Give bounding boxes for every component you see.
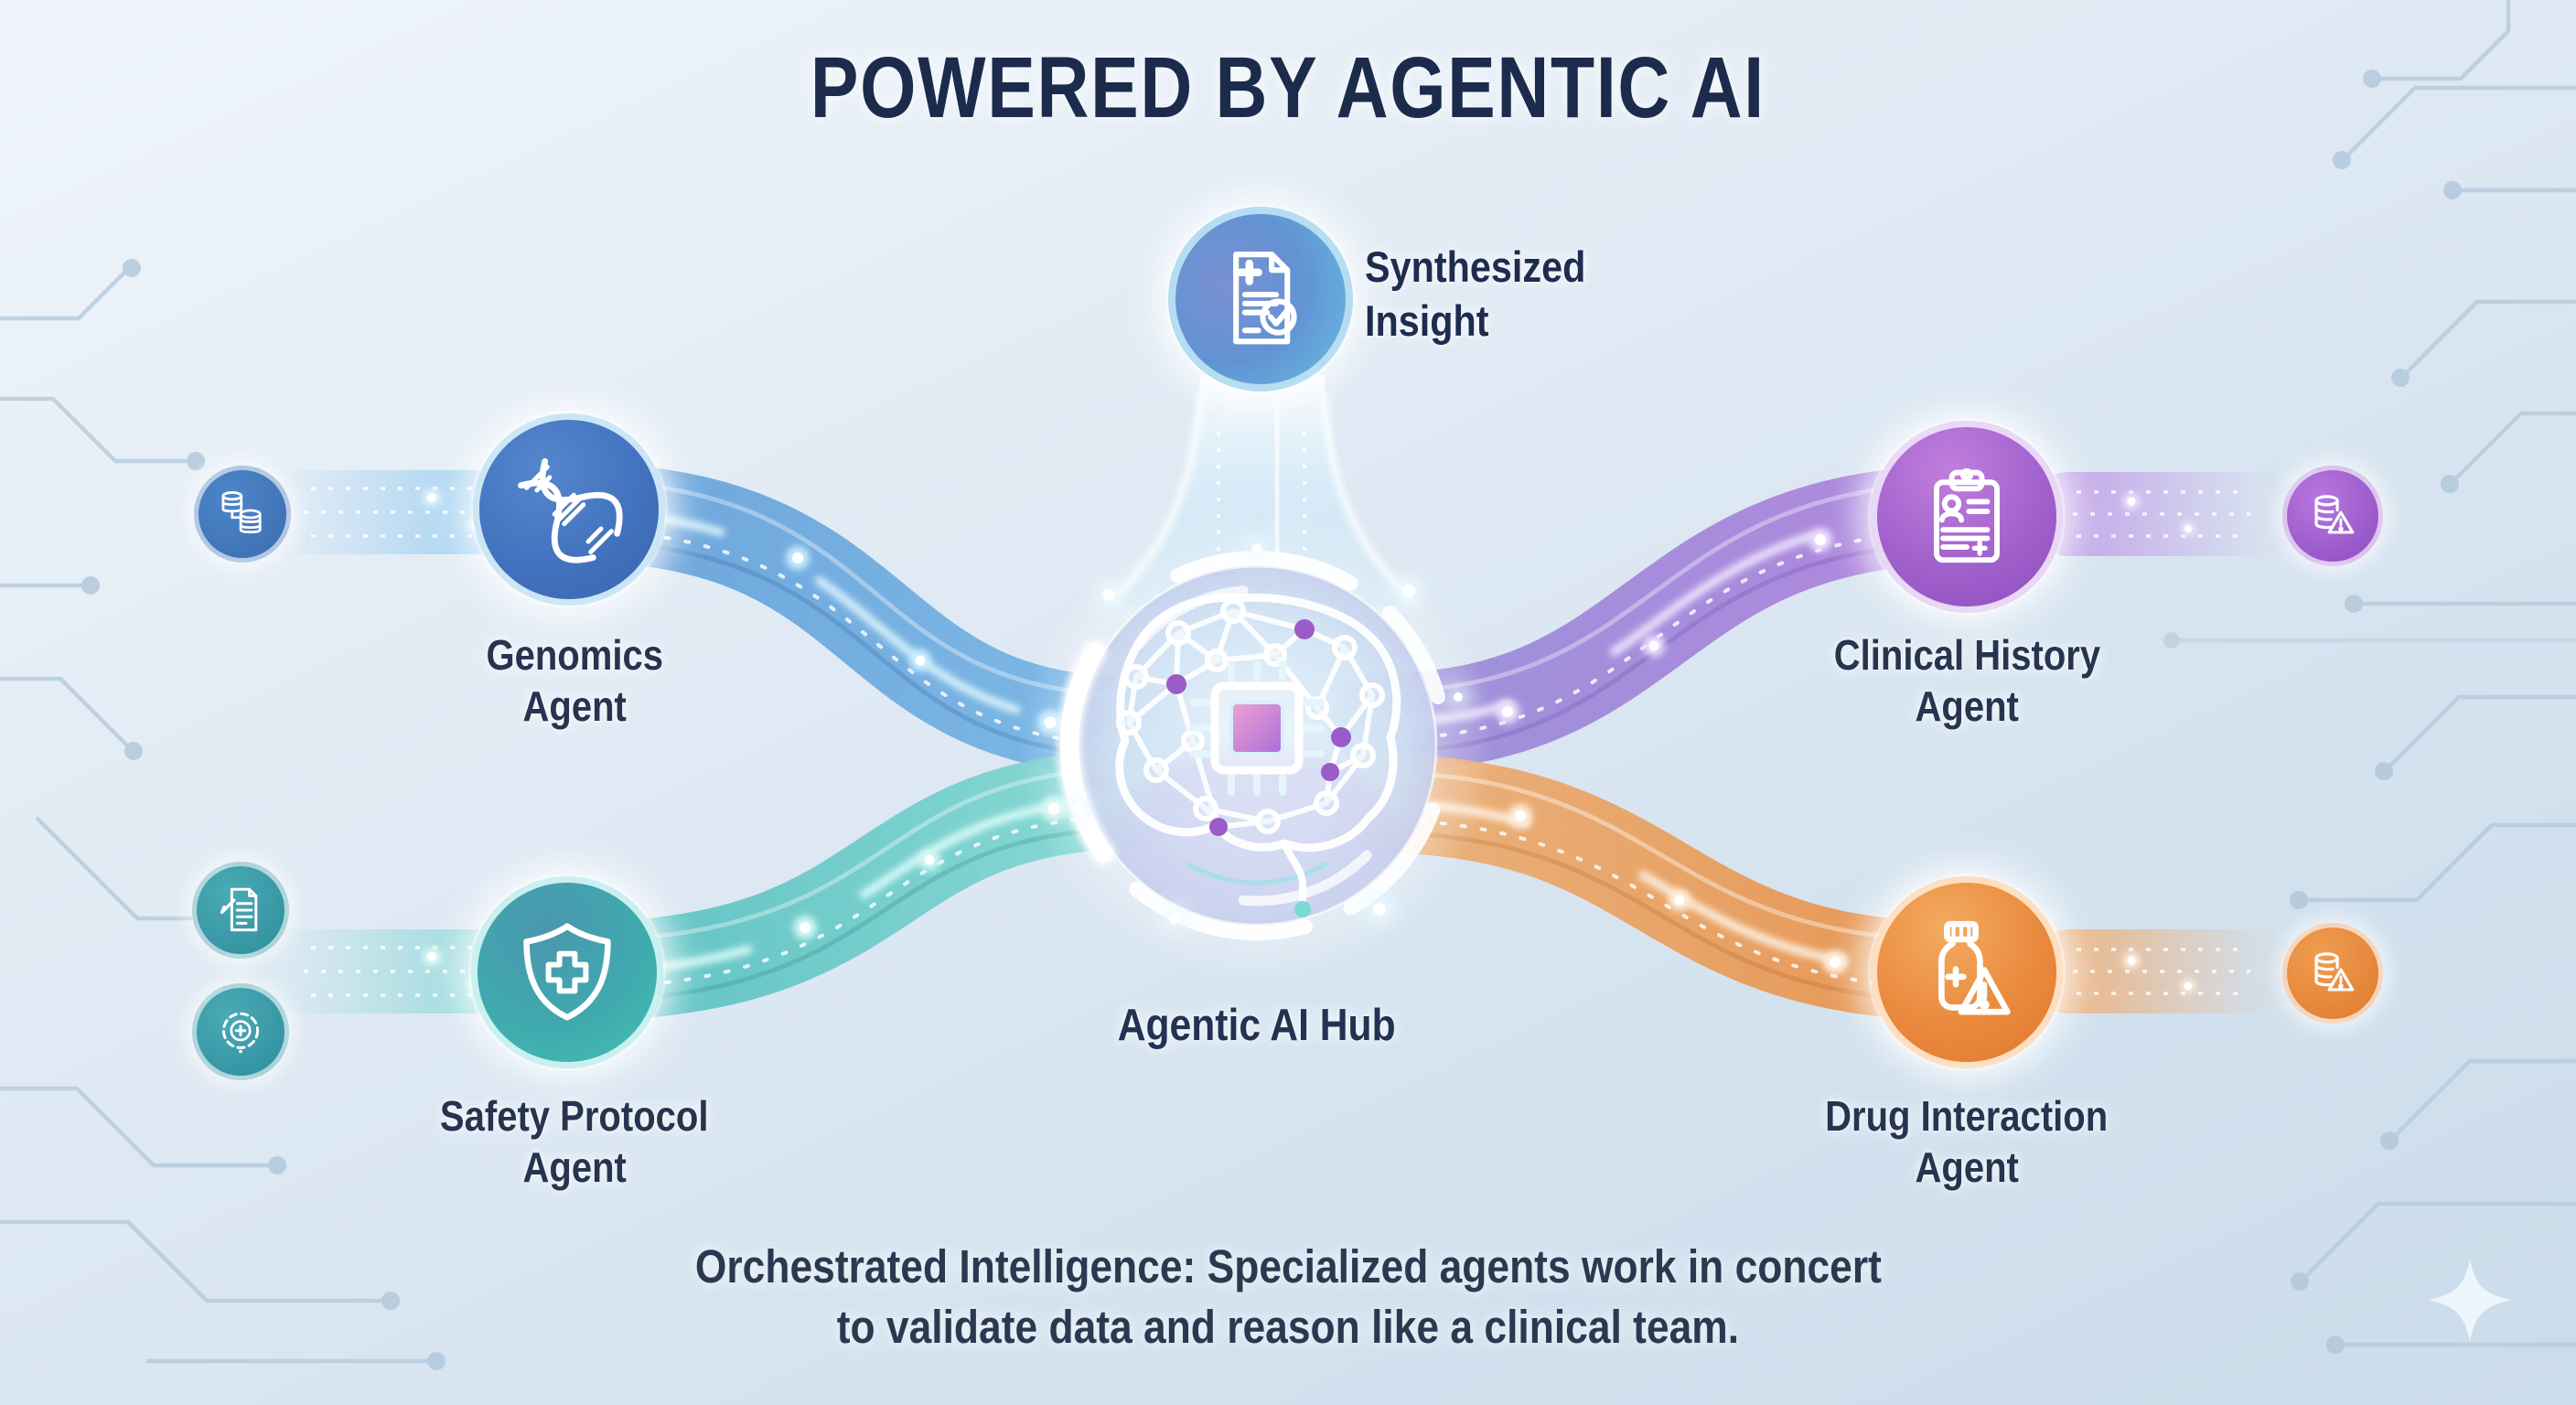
caption: Orchestrated Intelligence: Specialized a…: [0, 1237, 2576, 1358]
pill-bottle-warning-icon: [1938, 920, 2011, 1015]
hub-ring-glow-dots: [1068, 537, 1469, 931]
synthesized-insight-node: [1168, 207, 1353, 391]
label-line: Agent: [1915, 1143, 2019, 1192]
clinical-history-agent-label: Clinical History Agent: [1692, 629, 2241, 732]
database-warning-icon: [2314, 495, 2355, 534]
database-warning-icon: [2314, 952, 2355, 992]
page-title: POWERED BY AGENTIC AI: [0, 38, 2576, 138]
label-line: Agent: [522, 682, 627, 731]
crosshair-plus-icon: [221, 1012, 260, 1054]
agentic-ai-hub: [1057, 537, 1469, 940]
chip: [1189, 660, 1325, 796]
drug-interaction-agent-node: [1871, 876, 2063, 1068]
document-pen-icon: [220, 887, 258, 932]
database-warning-mini-node-purple: [2282, 466, 2383, 566]
label-line: Drug Interaction: [1825, 1092, 2109, 1140]
data-stream-left-genomics: [249, 470, 543, 554]
safety-protocol-agent-node: [471, 876, 663, 1068]
label-line: Safety Protocol: [440, 1092, 709, 1140]
data-stream-left-safety: [249, 929, 543, 1014]
label-line: Synthesized: [1365, 242, 1586, 291]
genomics-agent-label: Genomics Agent: [300, 629, 849, 732]
document-pen-mini-node: [192, 862, 289, 959]
data-stream-right-drug: [2027, 929, 2300, 1014]
ribbon-safety-to-hub: [536, 750, 1184, 1021]
safety-protocol-agent-label: Safety Protocol Agent: [300, 1090, 849, 1193]
drug-interaction-agent-label: Drug Interaction Agent: [1692, 1090, 2241, 1193]
label-line: Agent: [522, 1143, 627, 1192]
genomics-agent-node: [473, 413, 665, 606]
circuit-traces-left: [0, 259, 445, 1370]
dna-icon: [517, 457, 623, 563]
synthesized-insight-label: Synthesized Insight: [1365, 240, 1749, 348]
label-line: Agentic AI Hub: [1118, 1001, 1396, 1050]
medical-report-check-icon: [1233, 252, 1297, 345]
caption-line: to validate data and reason like a clini…: [836, 1301, 1740, 1354]
insight-beam: [1108, 375, 1417, 629]
database-warning-mini-node-orange: [2282, 923, 2383, 1024]
hub-dashed-ring: [1057, 551, 1445, 940]
agentic-ai-hub-label: Agentic AI Hub: [982, 999, 1531, 1054]
clipboard-patient-icon: [1934, 467, 2000, 563]
database-pair-mini-node: [194, 466, 291, 563]
page-title-text: POWERED BY AGENTIC AI: [810, 39, 1766, 136]
label-line: Insight: [1365, 296, 1489, 346]
caption-line: Orchestrated Intelligence: Specialized a…: [694, 1240, 1882, 1292]
label-line: Clinical History: [1833, 631, 2100, 679]
shield-cross-icon: [523, 923, 611, 1021]
data-stream-right-clinical: [2027, 472, 2300, 556]
label-line: Genomics: [486, 631, 663, 679]
label-line: Agent: [1915, 682, 2019, 731]
brain-chip-icon: [1115, 593, 1401, 917]
hub-outer-glow: [1019, 508, 1495, 983]
database-pair-icon: [221, 491, 262, 534]
clinical-history-agent-node: [1871, 421, 2063, 613]
crosshair-plus-mini-node: [192, 983, 289, 1080]
